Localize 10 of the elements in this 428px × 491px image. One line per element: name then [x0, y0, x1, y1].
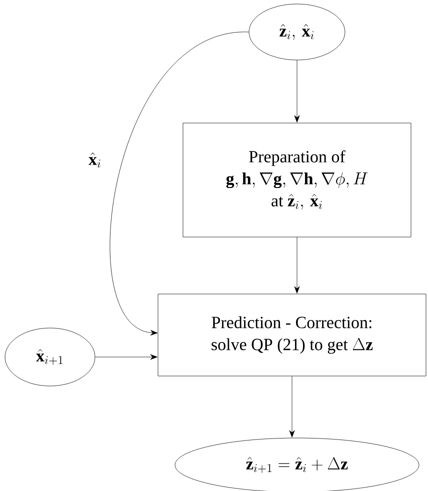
- process-box: Prediction - Correction: $\text{solve QP (21) to get } \Delta\mathbf{z}$: [158, 294, 426, 376]
- process-box: Preparation of $\mathbf{g}, \mathbf{h}, \nabla\mathbf{g}, \nabla\mathbf{h}, \nabla\phi, H$ $\text{at } \hat{\mathbf{z}}_i,\, \hat{\mathbf{x}}_i$: [182, 122, 412, 238]
- arrow: [95, 354, 158, 360]
- arrow: [110, 32, 249, 336]
- ellipse-node: $\hat{\mathbf{z}}_i,\, \hat{\mathbf{x}}_i$: [248, 4, 346, 60]
- arrow: [289, 376, 295, 438]
- edge-label: $\hat{\mathbf{x}}_i$: [88, 152, 102, 168]
- arrow: [294, 60, 300, 122]
- arrow: [294, 237, 300, 294]
- ellipse-node: $\hat{\mathbf{x}}_{i+1}$: [4, 328, 96, 386]
